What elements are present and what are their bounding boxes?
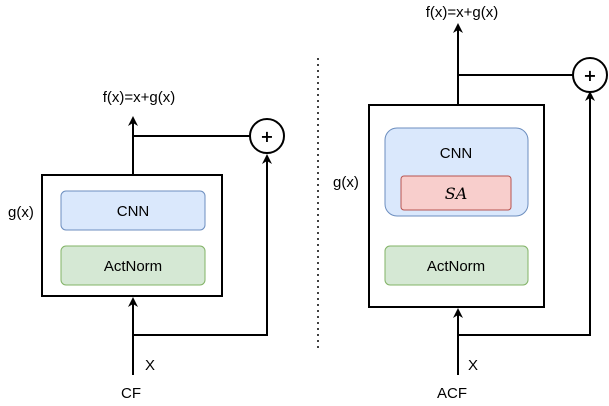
- cf-cnn-box: [60, 190, 206, 231]
- cf-name-label: CF: [121, 385, 141, 402]
- acf-input-label: X: [468, 357, 478, 374]
- cf-plus-symbol: +: [260, 127, 273, 146]
- acf-actnorm-label: ActNorm: [427, 258, 485, 275]
- acf-cnn-label: CNN: [440, 145, 473, 162]
- cf-skip-connection: [133, 154, 272, 336]
- acf-output-label: f(x)=x+g(x): [426, 4, 499, 21]
- cf-plus-node: [249, 118, 285, 154]
- cf-input-label: X: [145, 357, 155, 374]
- acf-block: g(x) CNN SA ActNorm X ACF f(x)=x+g(x) +: [333, 4, 608, 402]
- cf-block: g(x) CNN ActNorm X CF f(x)=x+g(x) +: [8, 89, 285, 402]
- cf-output-label: f(x)=x+g(x): [103, 89, 176, 106]
- cf-cnn-label: CNN: [117, 203, 150, 220]
- acf-sa-box: [400, 175, 512, 211]
- cf-g-label: g(x): [8, 204, 34, 221]
- acf-sa-label: SA: [445, 184, 468, 203]
- acf-g-label: g(x): [333, 174, 359, 191]
- acf-plus-node: [572, 57, 608, 93]
- cf-actnorm-label: ActNorm: [104, 258, 162, 275]
- cf-actnorm-box: [60, 245, 206, 286]
- acf-skip-connection: [458, 91, 595, 336]
- acf-plus-symbol: +: [583, 66, 596, 85]
- acf-name-label: ACF: [437, 385, 467, 402]
- acf-actnorm-box: [384, 245, 529, 286]
